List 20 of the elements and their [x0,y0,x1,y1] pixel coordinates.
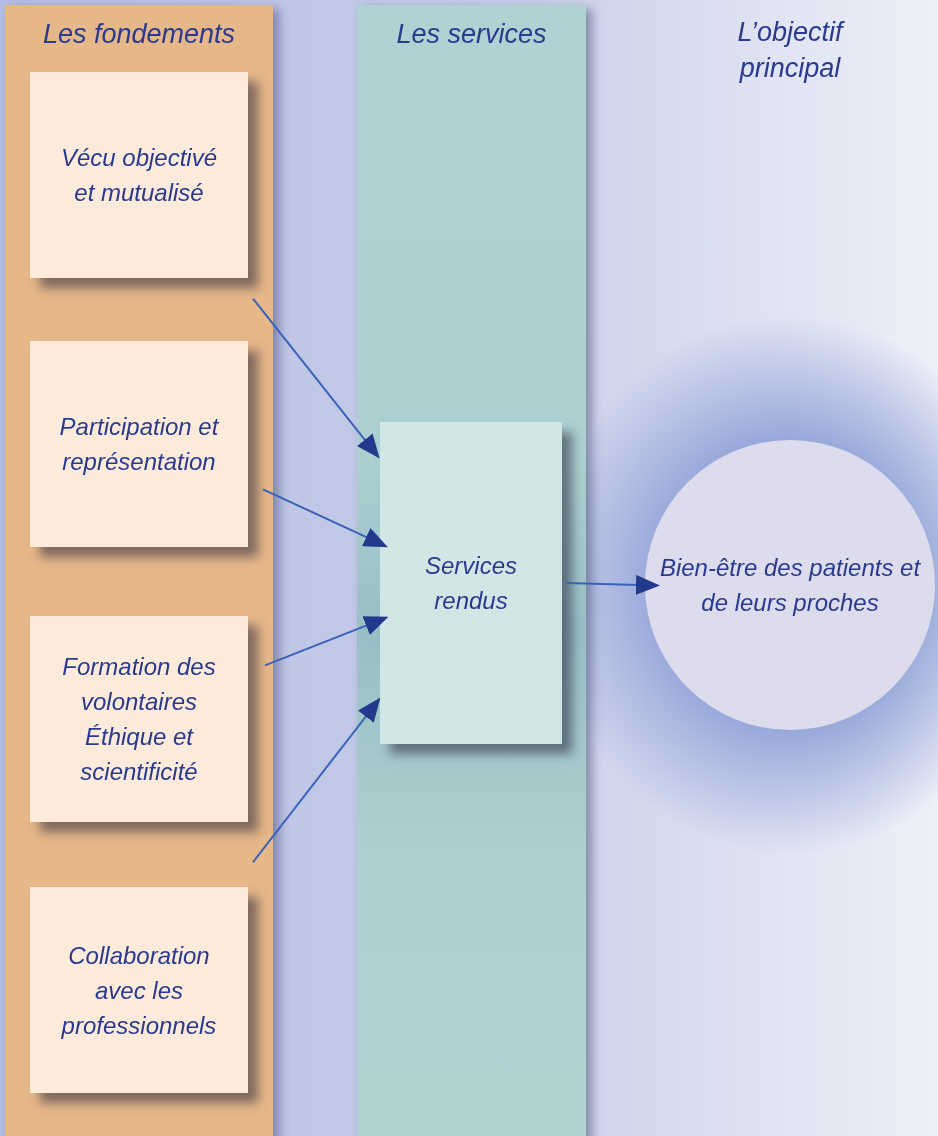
foundation-box [30,72,248,278]
box-text: Participation et représentation [58,412,220,477]
foundation-box [30,887,248,1093]
column-heading: Les fondements [41,18,237,51]
circle-text: Bien-être des patients et de leurs proches [658,553,922,618]
foundation-box [30,616,248,822]
column-heading: Les services [395,18,548,51]
box-text: Services rendus [424,551,518,616]
arrow [252,697,381,864]
arrow [252,297,380,459]
column-heading: L’objectif principal [736,16,846,85]
box-text: Éthique et scientificité [79,722,199,787]
box-text: Vécu objectivé et mutualisé [59,143,219,208]
column-band [5,5,273,1136]
box-text: Formation des volontaires [61,652,217,717]
column-band [357,5,586,1136]
foundation-box [30,341,248,547]
service-box [380,422,562,744]
box-text: Collaboration avec les professionnels [60,940,218,1041]
arrow [566,574,660,595]
